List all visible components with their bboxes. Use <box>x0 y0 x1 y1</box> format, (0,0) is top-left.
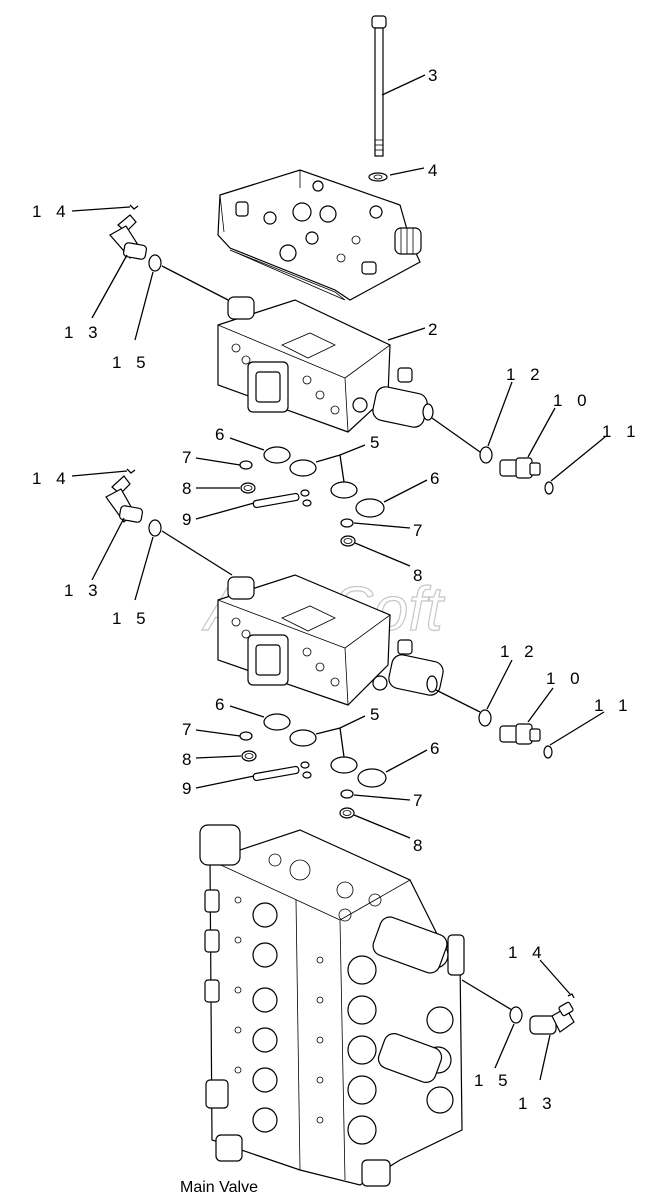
seal-group-lower <box>239 713 387 819</box>
oring-part-15-middle <box>148 519 162 537</box>
label-2: 2 <box>428 320 442 339</box>
label-7-upper-right: 7 <box>413 521 427 540</box>
leader-14-top <box>71 206 131 212</box>
leader-5-lower-b <box>339 727 345 758</box>
label-15-top: 1 5 <box>112 353 151 372</box>
leader-13-top <box>91 254 128 319</box>
leader-3 <box>381 74 426 96</box>
label-14-top: 1 4 <box>32 202 71 221</box>
leader-12-middle <box>486 659 513 710</box>
label-8-lower-left: 8 <box>182 750 196 769</box>
leader-7-lower-left <box>195 729 241 737</box>
label-13-middle: 1 3 <box>64 581 103 600</box>
label-15-middle: 1 5 <box>112 609 151 628</box>
leader-6-upper-left <box>229 437 265 451</box>
washer-part-4 <box>368 172 388 182</box>
label-8-lower-right: 8 <box>413 836 427 855</box>
axis-line-right-middle <box>435 689 481 713</box>
label-7-upper-left: 7 <box>182 448 196 467</box>
diagram-caption: Main Valve <box>180 1179 258 1196</box>
elbow-fitting-part-13-bottom <box>529 1001 575 1035</box>
leader-7-upper-left <box>195 457 241 466</box>
label-7-lower-left: 7 <box>182 720 196 739</box>
clip-part-14-top <box>129 204 139 210</box>
label-5-upper: 5 <box>370 433 384 452</box>
leader-8-lower-left <box>195 755 242 759</box>
label-4: 4 <box>428 161 442 180</box>
label-6-upper-left: 6 <box>215 425 229 444</box>
leader-11-top <box>550 436 606 482</box>
leader-14-middle <box>71 470 128 477</box>
label-15-bottom: 1 5 <box>474 1071 513 1090</box>
leader-15-bottom <box>494 1023 515 1069</box>
seal-group-upper <box>239 446 385 547</box>
cap-part-11-top <box>544 481 554 495</box>
leader-6-lower-right <box>385 749 428 773</box>
elbow-fitting-part-13-middle <box>105 475 144 523</box>
label-10-top: 1 0 <box>553 391 592 410</box>
label-6-lower-left: 6 <box>215 695 229 714</box>
leader-6-lower-left <box>229 705 265 718</box>
label-5-lower: 5 <box>370 705 384 724</box>
oring-part-15-top <box>148 254 162 272</box>
fitting-part-10-middle <box>499 723 541 745</box>
leader-11-middle <box>549 711 605 746</box>
axis-line-right-top <box>431 417 481 453</box>
label-9-upper: 9 <box>182 510 196 529</box>
leader-15-top <box>134 271 154 341</box>
valve-section-middle <box>217 574 444 706</box>
leader-14-bottom <box>539 959 571 995</box>
leader-12-top <box>487 381 513 447</box>
leader-7-upper-right <box>353 522 411 529</box>
label-12-top: 1 2 <box>506 365 545 384</box>
leader-9-lower <box>195 775 255 789</box>
cap-part-11-middle <box>543 745 553 759</box>
label-13-bottom: 1 3 <box>518 1094 557 1113</box>
oring-part-15-bottom <box>509 1006 523 1024</box>
leader-13-middle <box>91 517 125 581</box>
valve-section-part-2 <box>217 296 434 433</box>
elbow-fitting-part-13-top <box>109 214 148 260</box>
leader-8-upper-right <box>354 542 411 567</box>
label-13-top: 1 3 <box>64 323 103 342</box>
leader-15-middle <box>134 536 154 601</box>
bolt-part-3 <box>371 15 387 157</box>
axis-line-top <box>161 265 233 303</box>
oring-part-12-top <box>479 446 493 464</box>
label-8-upper-left: 8 <box>182 479 196 498</box>
leader-10-middle <box>527 687 554 723</box>
fitting-part-10-top <box>499 457 541 479</box>
label-3: 3 <box>428 66 442 85</box>
top-end-cover <box>217 169 422 301</box>
oring-part-12-middle <box>478 709 492 727</box>
leader-5-upper-b <box>339 454 345 483</box>
leader-8-lower-right <box>353 814 411 839</box>
label-12-middle: 1 2 <box>500 642 539 661</box>
clip-part-14-middle <box>126 468 136 474</box>
label-6-upper-right: 6 <box>430 469 444 488</box>
leader-4 <box>389 167 425 176</box>
label-11-middle: 1 1 <box>594 696 633 715</box>
leader-6-upper-right <box>383 479 428 503</box>
main-valve-body <box>199 824 465 1187</box>
label-9-lower: 9 <box>182 779 196 798</box>
label-11-top: 1 1 <box>602 422 641 441</box>
label-7-lower-right: 7 <box>413 791 427 810</box>
leader-7-lower-right <box>353 794 411 801</box>
clip-part-14-bottom <box>567 993 575 999</box>
leader-9-upper <box>195 502 255 520</box>
label-14-middle: 1 4 <box>32 469 71 488</box>
label-10-middle: 1 0 <box>546 669 585 688</box>
axis-line-main <box>461 979 513 1011</box>
axis-line-middle <box>161 530 233 576</box>
label-6-lower-right: 6 <box>430 739 444 758</box>
label-8-upper-right: 8 <box>413 566 427 585</box>
leader-10-top <box>527 407 556 458</box>
leader-2 <box>387 327 426 341</box>
label-14-bottom: 1 4 <box>508 943 547 962</box>
leader-13-bottom <box>539 1034 551 1081</box>
